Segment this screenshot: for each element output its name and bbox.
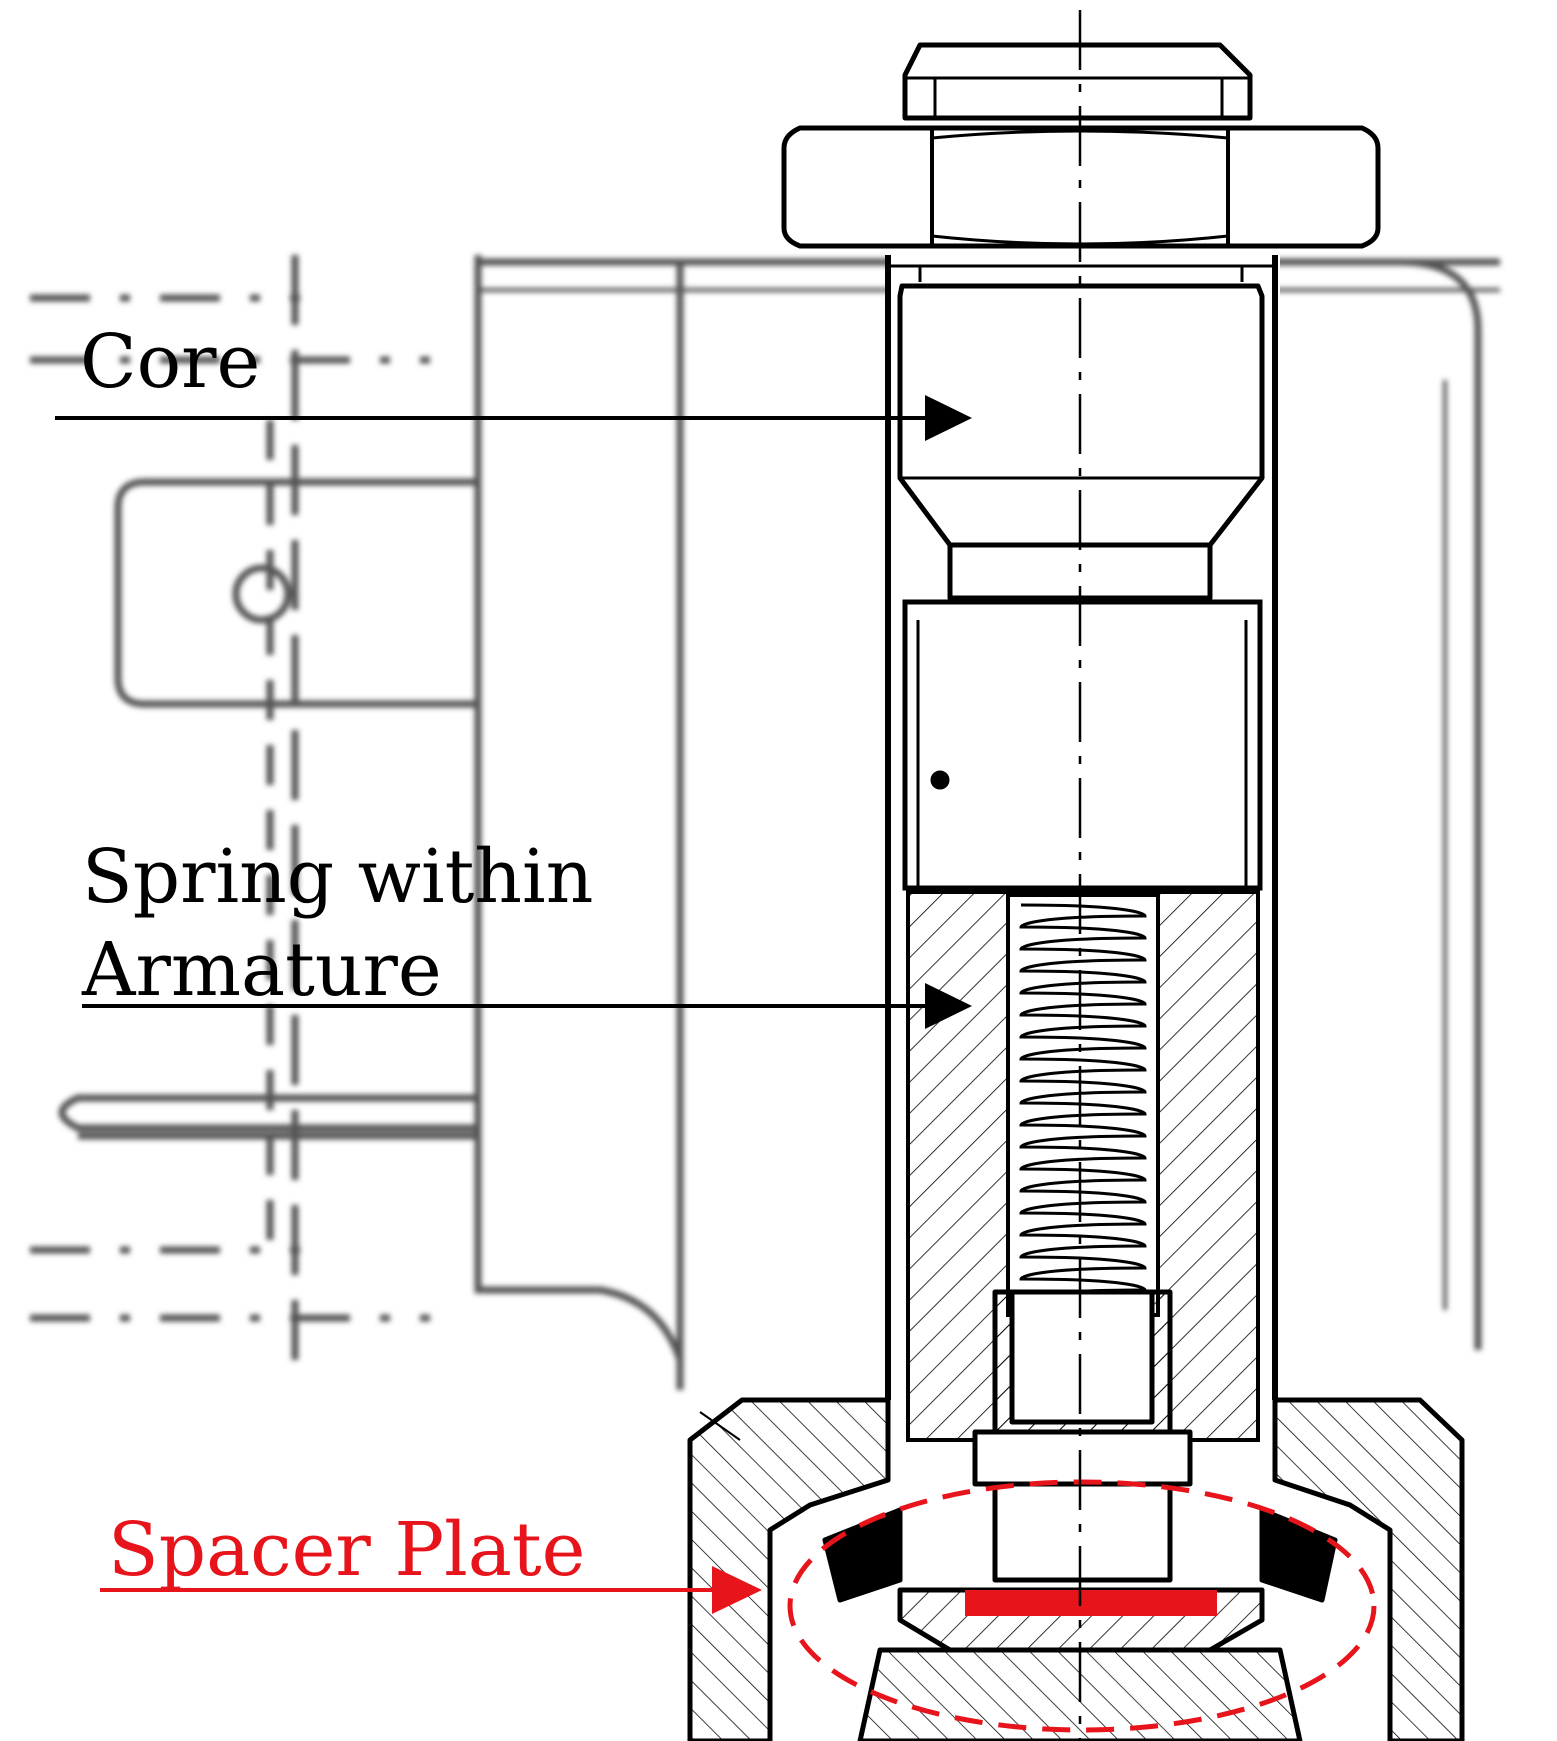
- plunger-seat: [972, 1289, 1193, 1583]
- annotation-core: Core: [55, 319, 972, 441]
- spacer-plate: [965, 1590, 1217, 1616]
- label-spacer-plate: Spacer Plate: [108, 1507, 585, 1593]
- armature: [902, 599, 1263, 1442]
- annotation-spring: Spring within Armature: [81, 834, 972, 1029]
- label-spring-line2: Armature: [81, 927, 442, 1013]
- coil-housing-ghost: [30, 255, 1500, 1390]
- annotation-spacer: Spacer Plate: [100, 1507, 762, 1614]
- core-tube: [885, 255, 1278, 1400]
- label-core: Core: [80, 319, 260, 405]
- label-spring-line1: Spring within: [82, 834, 593, 920]
- spacer-highlight-ellipse: [787, 1479, 1377, 1733]
- hex-nut-fitting: [781, 42, 1381, 249]
